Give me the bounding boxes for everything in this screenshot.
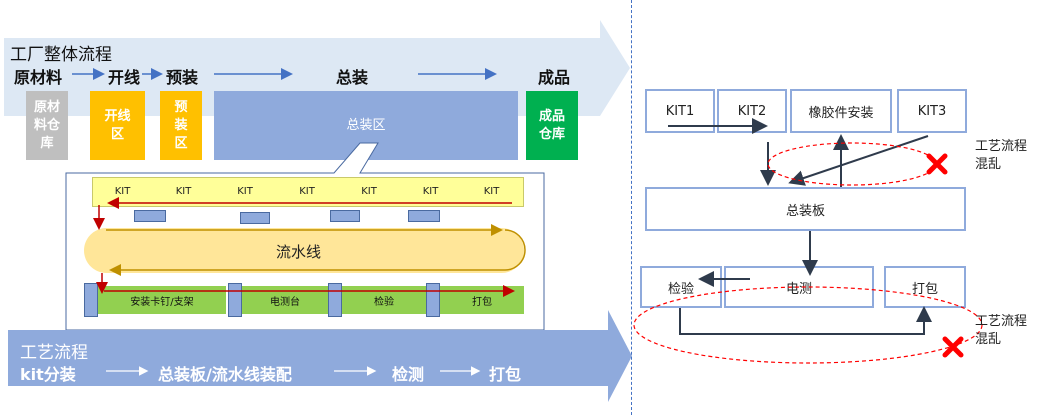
stage-arrows [72, 68, 497, 80]
kit-row-bg [92, 177, 524, 207]
kit-cell-2: KIT [175, 185, 192, 197]
workbench-tab-4 [408, 210, 440, 222]
stage-final-assembly: 总装 [336, 68, 369, 87]
kit-cell-7: KIT [483, 185, 500, 197]
stage-cut-line: 开线 [108, 68, 141, 87]
assembly-line-label: 流水线 [276, 243, 322, 261]
box-rubber-install: 橡胶件安装 [790, 89, 892, 133]
zone-cut-line: 开线区 [90, 91, 145, 160]
error-x-icon [942, 336, 964, 358]
assembly-line [84, 228, 524, 273]
process-flow-arrow [8, 310, 632, 402]
process-step-arrows [138, 366, 481, 376]
kit-cell-3: KIT [237, 185, 253, 197]
kit-cell-1: KIT [114, 185, 131, 197]
kit-cell-4: KIT [299, 185, 315, 197]
workbench-tab-1 [134, 210, 166, 222]
zone-raw-material-store: 原材料仓库 [26, 91, 68, 160]
zone-product-store: 成品仓库 [526, 91, 578, 160]
process-step-pack: 打包 [489, 365, 522, 384]
panel-divider [631, 0, 632, 415]
box-assembly-board: 总装板 [645, 187, 966, 231]
zone-preassembly: 预装区 [160, 91, 202, 160]
factory-flow-title: 工厂整体流程 [10, 45, 112, 65]
station-post-1 [84, 283, 98, 317]
workbench-tab-2 [240, 212, 270, 224]
workbench-tab-3 [330, 210, 360, 222]
stage-finished-product: 成品 [538, 68, 571, 87]
kit-cell-5: KIT [361, 185, 377, 197]
box-kit3: KIT3 [897, 89, 967, 133]
error-x-icon [926, 153, 948, 175]
chaos-label-bottom: 工艺流程混乱 [975, 314, 1028, 347]
detail-flow-arrows [93, 197, 526, 297]
kit-cell-6: KIT [422, 185, 439, 197]
chaos-label-top: 工艺流程混乱 [975, 139, 1028, 172]
process-flow-title: 工艺流程 [20, 343, 88, 363]
stage-raw-material: 原材料 [14, 68, 63, 87]
process-step-assembly: 总装板/流水线装配 [158, 365, 292, 384]
stage-preassembly: 预装 [166, 68, 199, 87]
process-step-test: 检测 [392, 365, 425, 384]
box-packing: 打包 [884, 266, 966, 308]
process-step-kit: kit分装 [20, 365, 76, 384]
